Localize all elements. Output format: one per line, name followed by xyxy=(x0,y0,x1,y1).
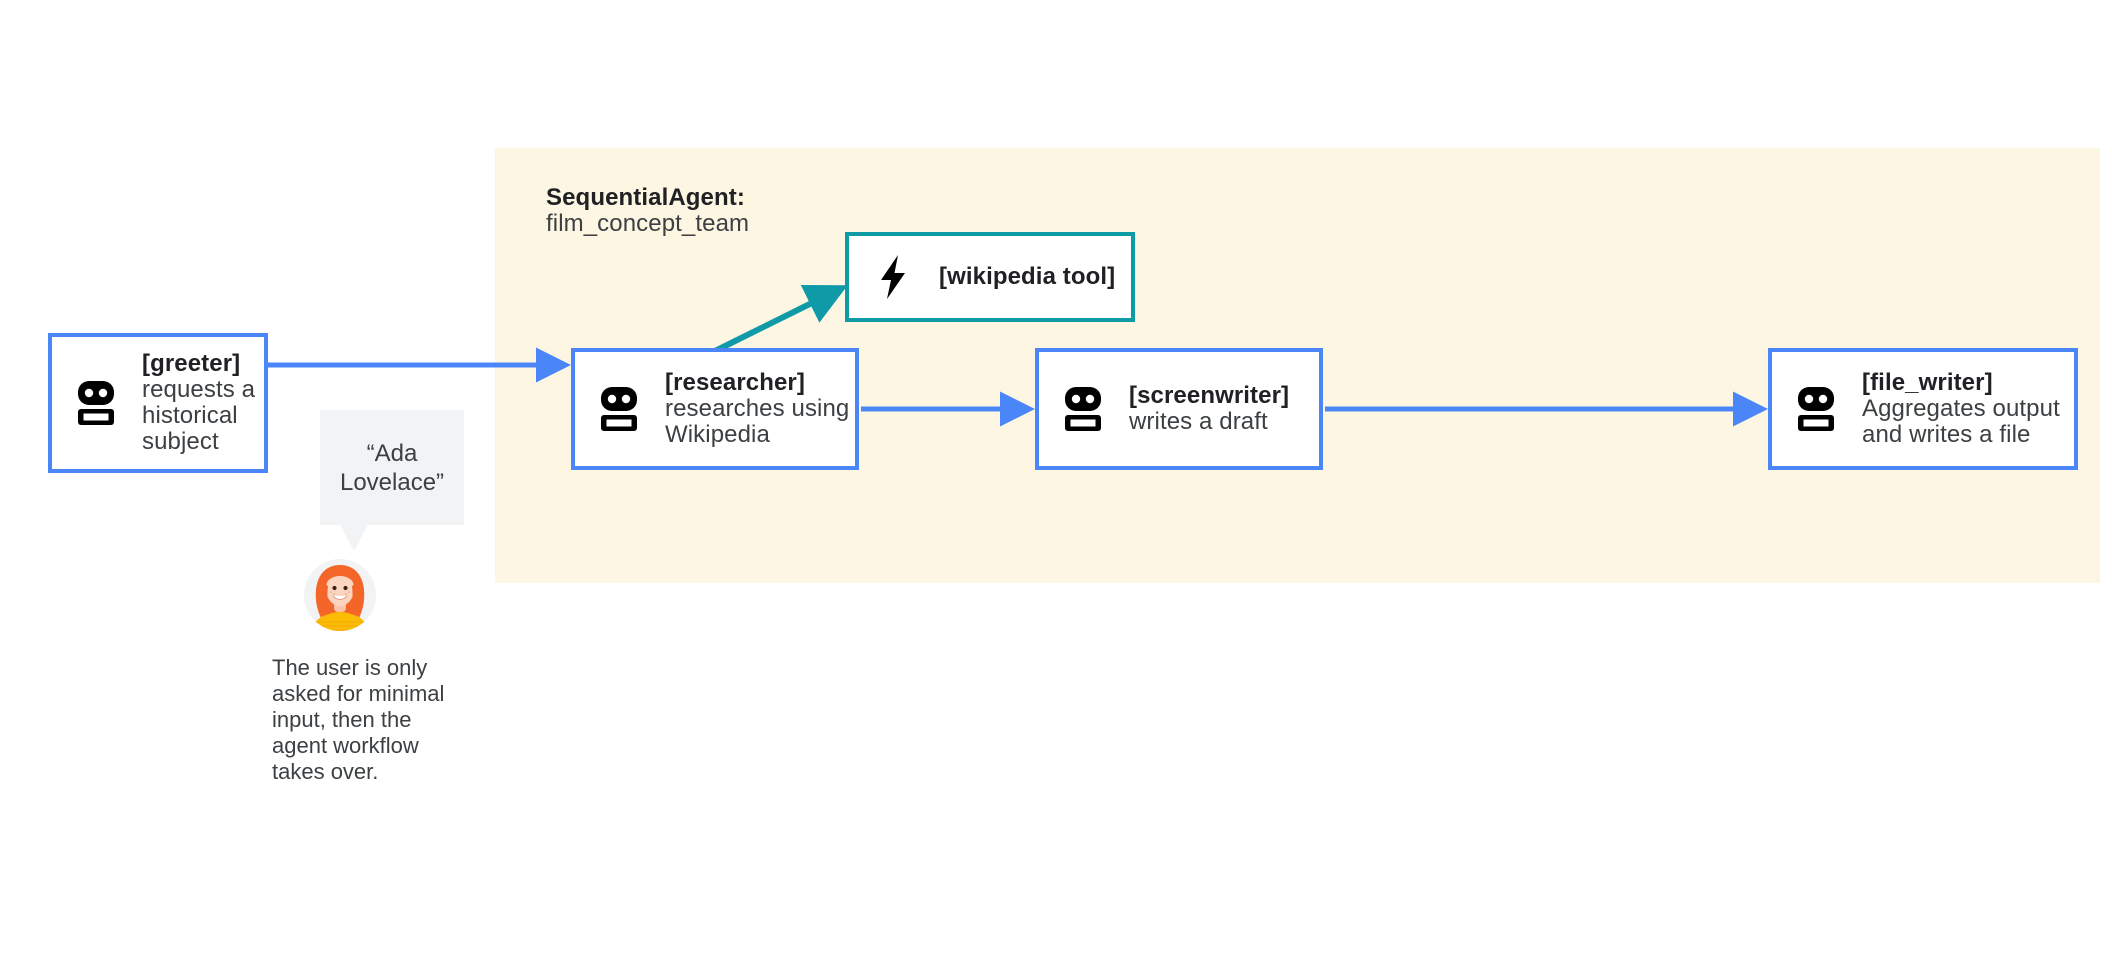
agent-node-file-writer-text: [file_writer] Aggregates output and writ… xyxy=(1862,370,2074,448)
sequential-agent-title: SequentialAgent: film_concept_team xyxy=(546,185,966,237)
agent-node-screenwriter-name: [screenwriter] xyxy=(1129,382,1290,409)
user-caption: The user is only asked for minimal input… xyxy=(272,655,445,784)
robot-icon xyxy=(1798,387,1834,431)
user-speech-bubble: “Ada Lovelace” xyxy=(320,410,464,525)
agent-node-greeter[interactable]: [greeter] requests a historical subject xyxy=(48,333,268,473)
speech-bubble-tail xyxy=(340,525,368,551)
agent-node-greeter-name: [greeter] xyxy=(142,350,241,377)
agent-node-screenwriter[interactable]: [screenwriter] writes a draft xyxy=(1035,348,1323,470)
agent-node-screenwriter-description: writes a draft xyxy=(1129,408,1268,435)
robot-icon xyxy=(78,381,114,425)
robot-icon xyxy=(601,387,637,431)
user-avatar xyxy=(304,559,376,631)
robot-icon xyxy=(1065,387,1101,431)
agent-node-greeter-text: [greeter] requests a historical subject xyxy=(142,351,264,455)
agent-node-file-writer-description: Aggregates output and writes a file xyxy=(1862,395,2060,448)
agent-node-greeter-description: requests a historical subject xyxy=(142,376,256,455)
agent-node-file-writer-name: [file_writer] xyxy=(1862,369,1993,396)
agent-node-researcher-text: [researcher] researches using Wikipedia xyxy=(665,370,855,448)
agent-node-screenwriter-text: [screenwriter] writes a draft xyxy=(1129,383,1289,435)
agent-node-researcher-description: researches using Wikipedia xyxy=(665,395,850,448)
sequential-agent-type-label: SequentialAgent: xyxy=(546,184,745,211)
agent-node-file-writer[interactable]: [file_writer] Aggregates output and writ… xyxy=(1768,348,2078,470)
lightning-bolt-icon xyxy=(881,255,905,299)
tool-node-wikipedia[interactable]: [wikipedia tool] xyxy=(845,232,1135,322)
sequential-agent-name: film_concept_team xyxy=(546,210,750,237)
tool-node-wikipedia-text: [wikipedia tool] xyxy=(939,264,1115,290)
user-speech-text: “Ada Lovelace” xyxy=(339,439,445,496)
agent-node-researcher-name: [researcher] xyxy=(665,369,805,396)
tool-node-wikipedia-name: [wikipedia tool] xyxy=(939,263,1116,290)
agent-node-researcher[interactable]: [researcher] researches using Wikipedia xyxy=(571,348,859,470)
